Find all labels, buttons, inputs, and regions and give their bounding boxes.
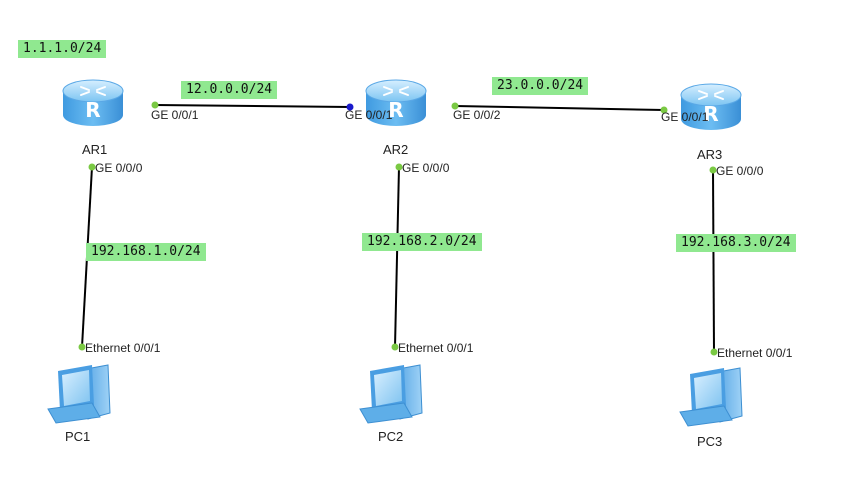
- link-ar2-ar3: [454, 105, 665, 111]
- device-label-pc2: PC2: [378, 429, 404, 444]
- port-dot-ar2-ge001: [346, 103, 354, 111]
- port-dot-ar1-ge000: [88, 163, 96, 171]
- port-label-pc3-eth: Ethernet 0/0/1: [717, 346, 793, 360]
- port-label-ar2-ge000: GE 0/0/0: [402, 161, 450, 175]
- network-label-lan-pc2: 192.168.2.0/24: [362, 233, 482, 251]
- device-label-pc3: PC3: [697, 434, 723, 449]
- port-dot-pc2-eth: [391, 343, 399, 351]
- device-label-ar3: AR3: [697, 147, 723, 162]
- pc-icon[interactable]: [359, 364, 423, 424]
- network-label-lan-pc3: 192.168.3.0/24: [676, 234, 796, 252]
- pc-icon[interactable]: [679, 367, 743, 427]
- port-label-ar3-ge001: GE 0/0/1: [661, 110, 709, 124]
- router-icon[interactable]: [62, 79, 124, 127]
- port-dot-ar2-ge002: [451, 102, 459, 110]
- pc-icon[interactable]: [47, 364, 111, 424]
- port-dot-pc3-eth: [710, 348, 718, 356]
- port-label-ar1-ge001: GE 0/0/1: [151, 108, 199, 122]
- device-label-pc1: PC1: [65, 429, 91, 444]
- port-dot-pc1-eth: [78, 343, 86, 351]
- port-label-ar2-ge001: GE 0/0/1: [345, 108, 393, 122]
- port-dot-ar2-ge000: [395, 163, 403, 171]
- port-label-pc2-eth: Ethernet 0/0/1: [398, 341, 474, 355]
- network-label-lan-ar1: 1.1.1.0/24: [18, 40, 107, 58]
- port-label-pc1-eth: Ethernet 0/0/1: [85, 341, 161, 355]
- device-label-ar2: AR2: [383, 142, 409, 157]
- link-ar3-pc3: [712, 169, 715, 353]
- port-label-ar1-ge000: GE 0/0/0: [95, 161, 143, 175]
- device-label-ar1: AR1: [82, 142, 108, 157]
- port-label-ar2-ge002: GE 0/0/2: [453, 108, 501, 122]
- link-ar2-pc2: [394, 166, 400, 348]
- port-dot-ar3-ge000: [709, 166, 717, 174]
- link-ar1-ar2: [154, 104, 351, 108]
- port-label-ar3-ge000: GE 0/0/0: [716, 164, 764, 178]
- network-label-link-ar2-ar3: 23.0.0.0/24: [492, 77, 589, 95]
- port-dot-ar3-ge001: [660, 106, 668, 114]
- port-dot-ar1-ge001: [151, 101, 159, 109]
- network-label-link-ar1-ar2: 12.0.0.0/24: [181, 81, 278, 99]
- network-label-lan-pc1: 192.168.1.0/24: [86, 243, 206, 261]
